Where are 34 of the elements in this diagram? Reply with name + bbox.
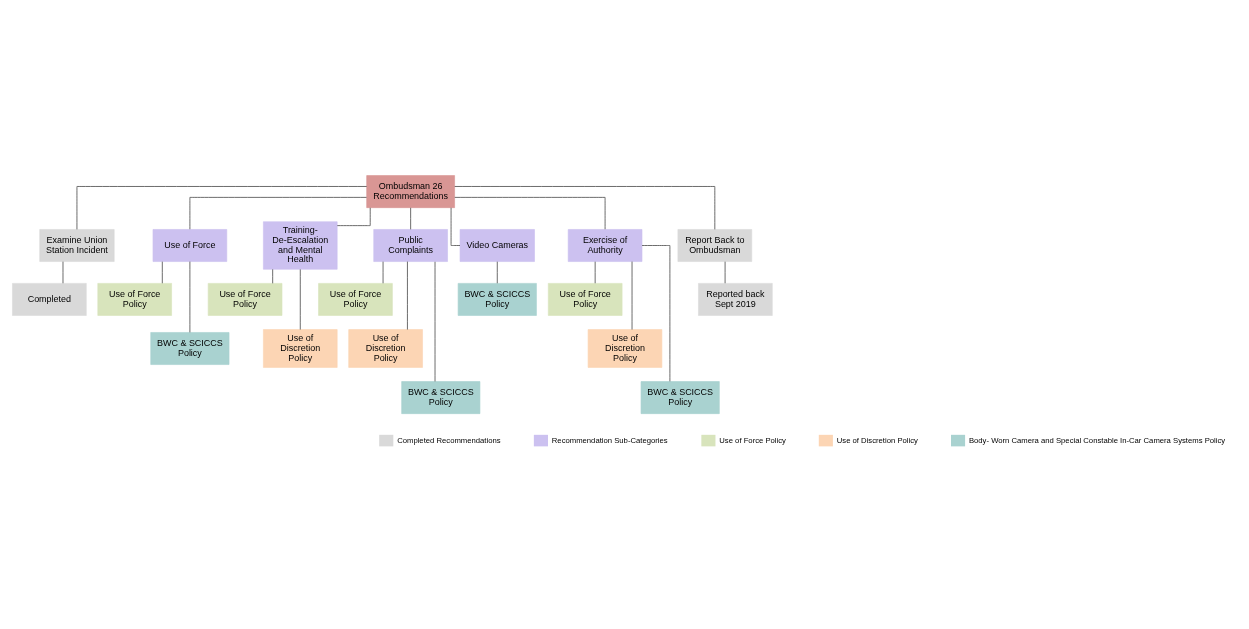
connector bbox=[336, 207, 371, 226]
connector bbox=[161, 261, 163, 284]
connector bbox=[450, 207, 461, 246]
node-box: Public Complaints bbox=[373, 229, 448, 262]
node-box: Reported back Sept 2019 bbox=[698, 283, 773, 316]
node-box: Use of Force Policy bbox=[207, 283, 283, 316]
node-box: Use of Force Policy bbox=[318, 283, 393, 316]
node-box: BWC & SCICCS Policy bbox=[401, 381, 481, 414]
node-box: Video Cameras bbox=[459, 229, 535, 262]
connector bbox=[641, 245, 671, 382]
connector bbox=[272, 268, 274, 284]
node-box: Use of Force Policy bbox=[97, 283, 172, 316]
node-box: Use of Force bbox=[152, 229, 228, 262]
connector bbox=[189, 197, 367, 230]
node-box: BWC & SCICCS Policy bbox=[150, 332, 230, 365]
node-box: Use of Discretion Policy bbox=[348, 329, 423, 368]
connector bbox=[407, 261, 408, 330]
node-box: BWC & SCICCS Policy bbox=[640, 381, 720, 414]
node-box: Examine Union Station Incident bbox=[39, 229, 115, 262]
connector bbox=[454, 186, 716, 230]
node-box: Use of Force Policy bbox=[547, 283, 623, 316]
node-box: Exercise of Authority bbox=[567, 229, 643, 262]
connector bbox=[410, 207, 412, 230]
connector bbox=[76, 186, 368, 230]
node-box: Report Back to Ombudsman bbox=[677, 229, 753, 262]
node-box: Training- De-Escalation and Mental Health bbox=[263, 221, 338, 270]
connector bbox=[454, 197, 606, 230]
node-box: Use of Discretion Policy bbox=[587, 329, 663, 368]
connector bbox=[496, 261, 498, 284]
node-box: Completed bbox=[12, 283, 87, 316]
node-box: Use of Discretion Policy bbox=[263, 329, 338, 368]
node-box: Ombudsman 26 Recommendations bbox=[366, 175, 455, 208]
node-box: BWC & SCICCS Policy bbox=[457, 283, 537, 316]
connector bbox=[299, 269, 301, 330]
